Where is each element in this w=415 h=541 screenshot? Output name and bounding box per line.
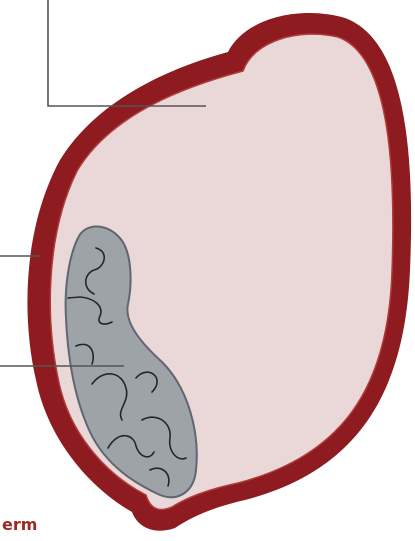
bottom-label: erm — [2, 515, 37, 535]
